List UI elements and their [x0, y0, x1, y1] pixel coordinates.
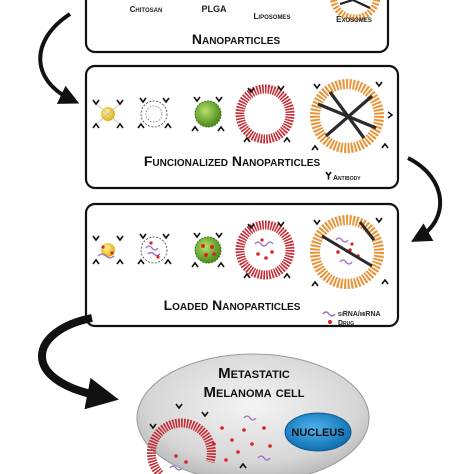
legend-antibody: Antibody	[325, 171, 361, 182]
cell-title-line1: Metastatic	[218, 365, 290, 382]
legend-drug-label: Drug	[338, 320, 354, 327]
legend-sirna: siRNA/miRNA	[322, 311, 381, 318]
legend-antibody-label: Antibody	[333, 175, 361, 182]
cell-title-line2: Melanoma cell	[204, 384, 305, 401]
plga-shell-loaded	[137, 233, 172, 265]
label-plga: PLGA	[201, 4, 227, 14]
legend-drug: Drug	[328, 320, 354, 327]
panel3-title: Loaded Nanoparticles	[164, 297, 301, 313]
nucleus	[284, 412, 352, 452]
legend-sirna-label: siRNA/miRNA	[338, 311, 381, 318]
arrow-3-to-cell	[38, 314, 119, 410]
liposome-functionalized	[235, 84, 295, 144]
plga-green-functionalized	[191, 96, 225, 132]
panel-functionalized: Funcionalized Nanoparticles Antibody	[84, 64, 400, 190]
panel1-box	[84, 0, 390, 54]
panel1-title: Nanoparticles	[192, 31, 281, 47]
antibody-icon	[325, 171, 332, 180]
arrow-1-to-2	[38, 12, 80, 104]
panel2-title: Funcionalized Nanoparticles	[144, 153, 321, 169]
plga-green-loaded	[191, 232, 225, 268]
sirna-icon	[322, 311, 336, 317]
label-liposomes: Liposomes	[254, 12, 291, 21]
melanoma-cell: Metastatic Melanoma cell NUCLEUS	[136, 353, 370, 474]
exosome-particle-top	[329, 0, 381, 22]
label-exosomes: Exosomes	[336, 15, 372, 24]
arrow-2-to-3	[407, 156, 443, 242]
liposome-entering-cell	[146, 403, 216, 474]
released-cargo	[212, 415, 272, 469]
panel-nanoparticles: Chitosan PLGA Liposomes Exosomes Nanopar…	[84, 0, 390, 54]
drug-icon	[328, 320, 332, 324]
plga-shell-functionalized	[137, 97, 172, 129]
exosome-functionalized	[310, 79, 394, 153]
panel-loaded: Loaded Nanoparticles siRNA/miRNA Drug	[84, 202, 400, 328]
exosome-loaded	[310, 215, 389, 289]
chitosan-functionalized	[92, 99, 124, 129]
label-chitosan: Chitosan	[130, 5, 163, 14]
chitosan-loaded	[92, 235, 124, 265]
nucleus-label: NUCLEUS	[291, 427, 344, 439]
liposome-loaded	[235, 220, 295, 280]
